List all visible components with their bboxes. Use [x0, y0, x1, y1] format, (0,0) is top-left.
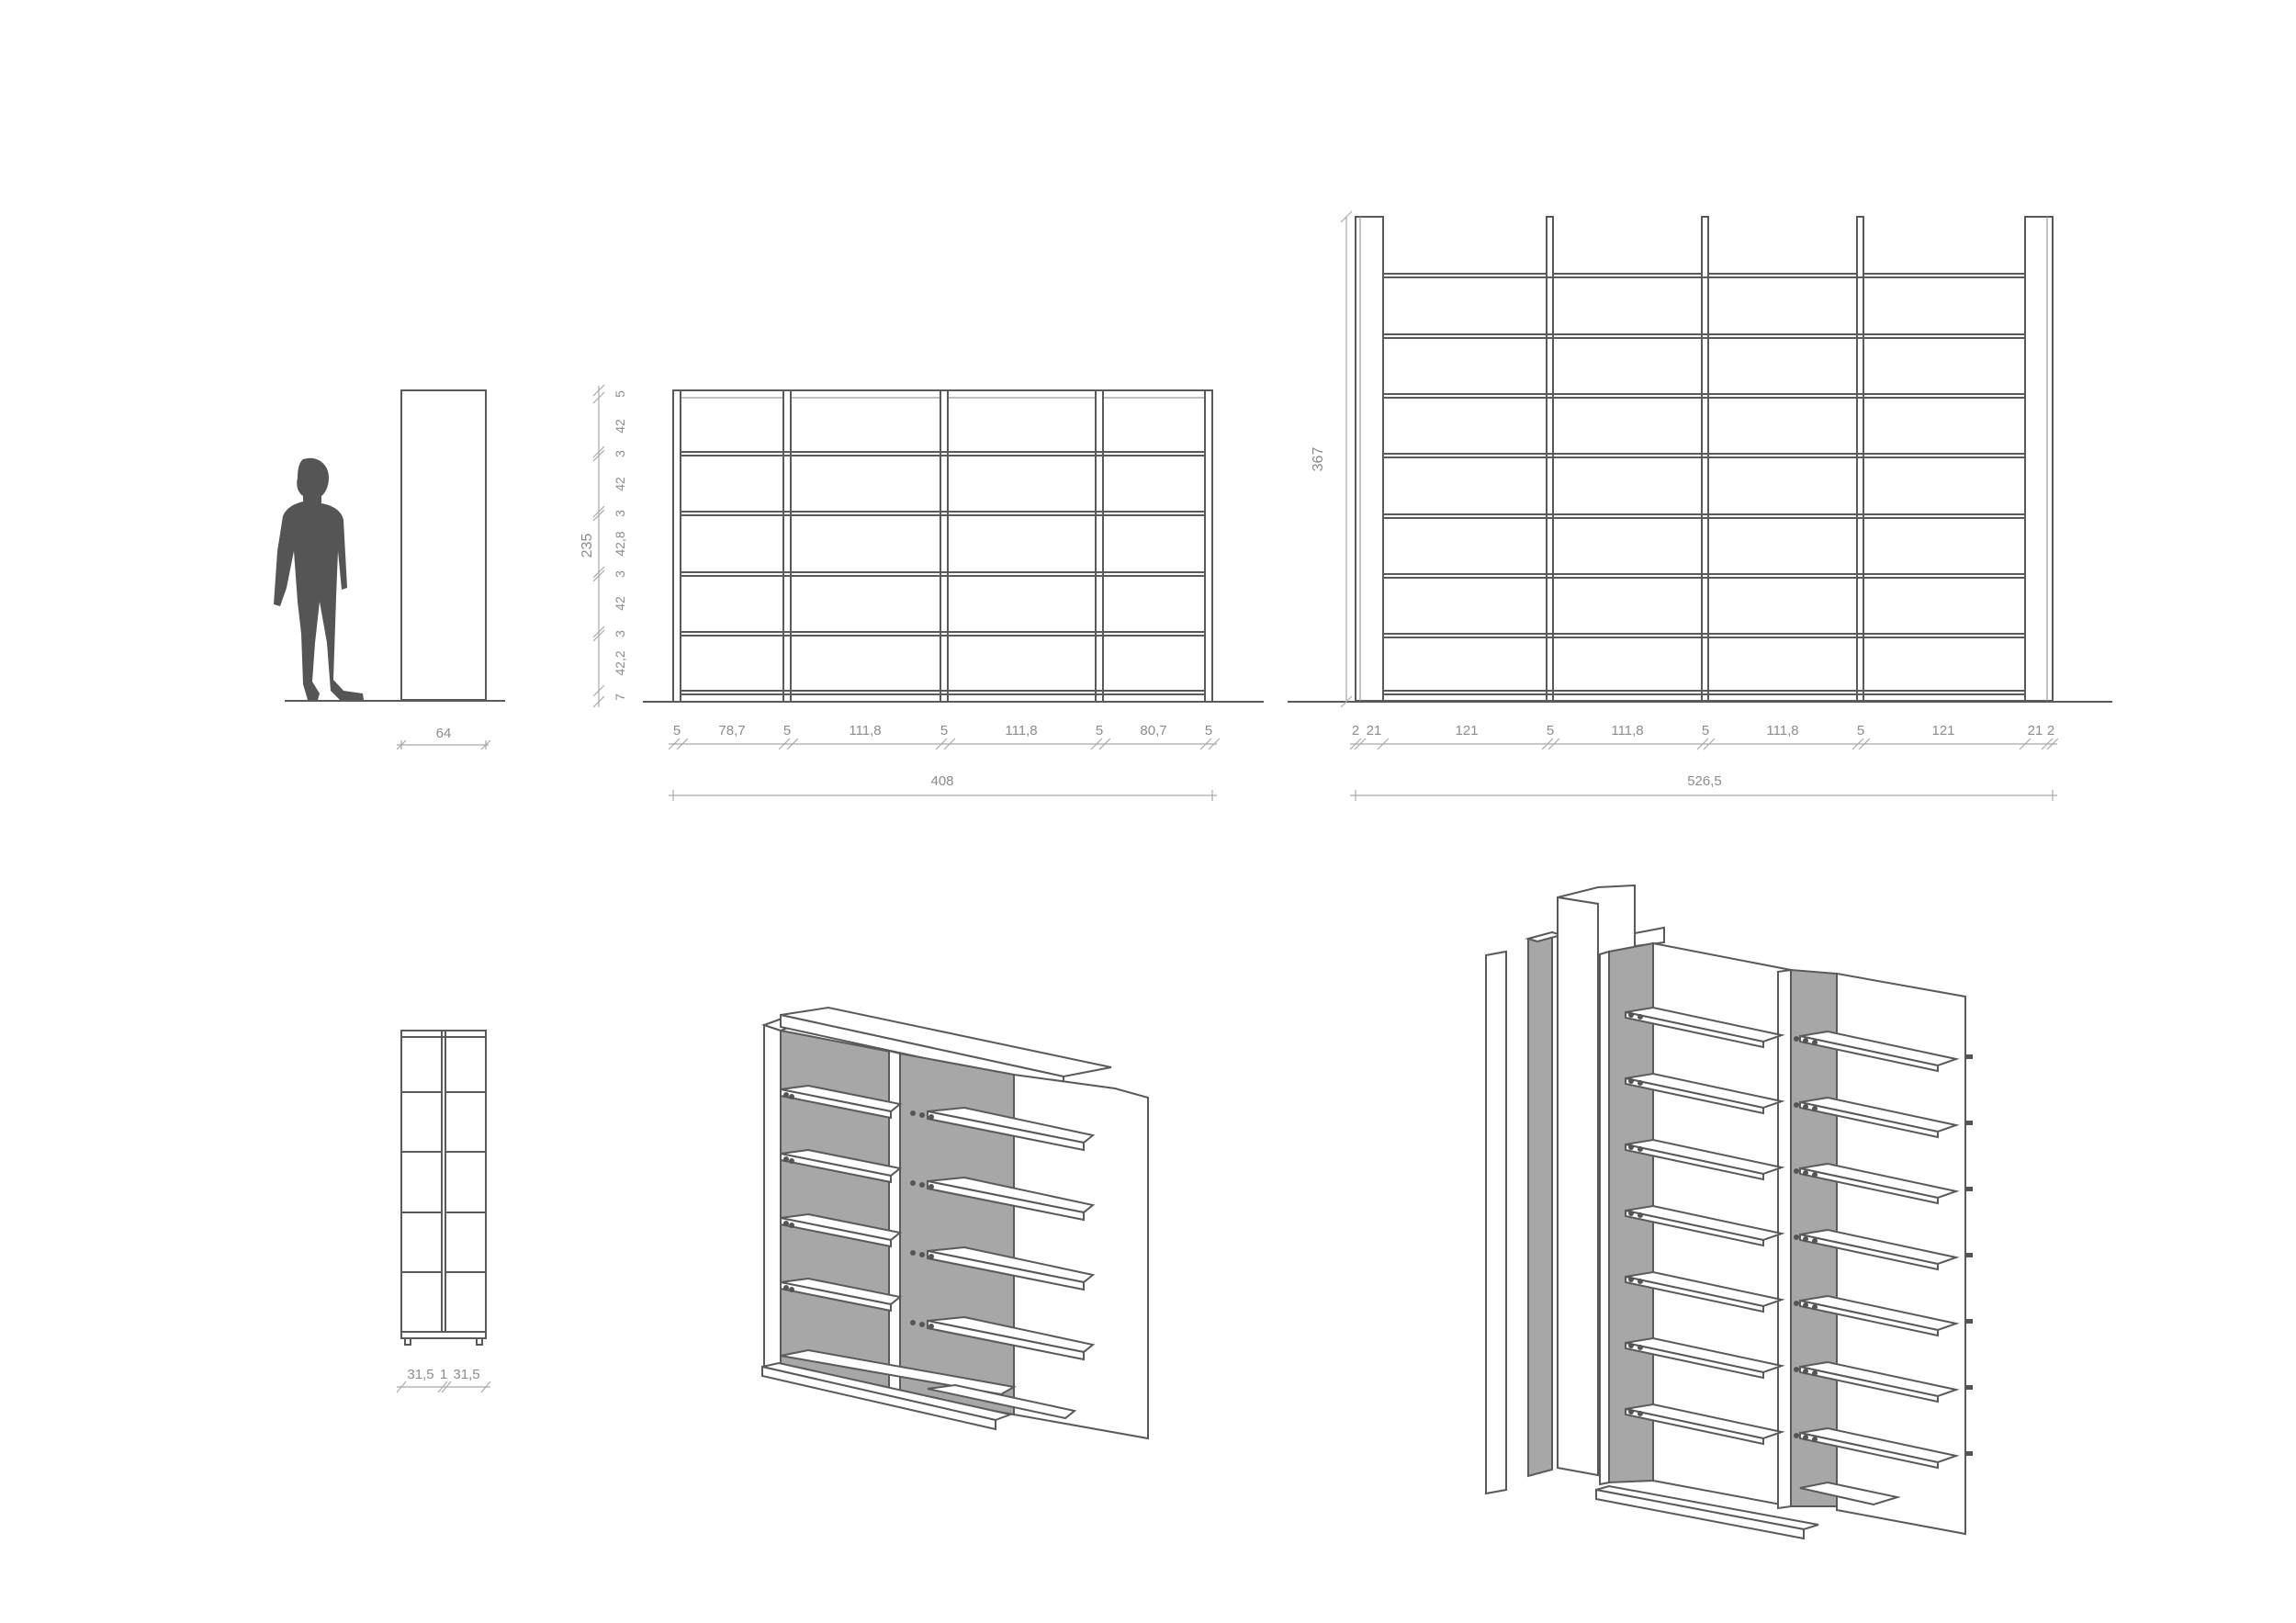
small-width-8: 5 — [1205, 723, 1212, 738]
large-width-10: 2 — [2047, 723, 2054, 738]
small-width-7: 80,7 — [1140, 723, 1166, 738]
small-width-4: 5 — [940, 723, 948, 738]
large-width-3: 5 — [1547, 723, 1554, 738]
small-width-1: 78,7 — [718, 723, 745, 738]
front-elevation-small: 5 78,7 5 111,8 5 111,8 5 80,7 5 408 5 4 — [580, 384, 1264, 801]
small-height-7: 42 — [613, 596, 627, 611]
large-total-width: 526,5 — [1350, 773, 2057, 801]
large-width-7: 5 — [1857, 723, 1864, 738]
small-width-3: 111,8 — [849, 723, 881, 738]
human-silhouette-icon — [274, 457, 364, 700]
large-width-0: 2 — [1352, 723, 1359, 738]
large-axo-shelves-right — [1799, 1030, 1960, 1470]
large-width-4: 111,8 — [1611, 723, 1643, 738]
large-total-height-label: 367 — [1311, 447, 1326, 472]
side-depth-label: 64 — [436, 726, 452, 741]
small-height-chain: 5 42 3 42 3 42,8 3 42 3 42,2 7 235 — [580, 384, 627, 708]
large-total-width-label: 526,5 — [1687, 773, 1722, 789]
side-depth-dimension: 64 — [396, 726, 491, 750]
large-shelves — [1383, 276, 2025, 695]
plan-view: 31,5 1 31,5 — [396, 1030, 491, 1393]
small-height-4: 3 — [613, 510, 627, 517]
small-height-3: 42 — [613, 477, 627, 491]
small-axo-shelves-left — [780, 1084, 1017, 1396]
plan-depth-0: 31,5 — [407, 1367, 433, 1382]
small-width-6: 5 — [1096, 723, 1103, 738]
small-height-0: 5 — [613, 390, 627, 398]
small-shelves — [681, 451, 1205, 695]
scale-person — [274, 457, 364, 700]
small-width-0: 5 — [673, 723, 681, 738]
small-height-2: 3 — [613, 450, 627, 457]
large-width-6: 111,8 — [1766, 723, 1798, 738]
large-width-1: 21 — [1367, 723, 1382, 738]
large-axo-shelves-left — [1625, 1006, 1785, 1446]
small-height-10: 7 — [613, 693, 627, 701]
large-axo-edge-pins — [1965, 1054, 1973, 1456]
small-total-width: 408 — [669, 773, 1217, 801]
exploded-axonometric-large — [1485, 884, 1973, 1540]
small-axo-shelves-right — [927, 1106, 1096, 1420]
small-height-8: 3 — [613, 630, 627, 637]
large-width-chain: 2 21 121 5 111,8 5 111,8 5 121 21 2 — [1349, 723, 2059, 750]
plan-depth-chain: 31,5 1 31,5 — [396, 1367, 491, 1393]
small-total-height-label: 235 — [580, 534, 595, 558]
small-width-chain: 5 78,7 5 111,8 5 111,8 5 80,7 5 — [668, 723, 1221, 750]
small-width-5: 111,8 — [1005, 723, 1037, 738]
small-height-9: 42,2 — [613, 650, 627, 675]
small-height-1: 42 — [613, 419, 627, 434]
large-axo-pins — [1628, 1012, 1818, 1442]
small-width-2: 5 — [783, 723, 791, 738]
plan-depth-1: 1 — [440, 1367, 447, 1382]
large-width-5: 5 — [1702, 723, 1709, 738]
side-elevation-panel — [400, 389, 487, 701]
small-total-width-label: 408 — [930, 773, 953, 789]
small-axo-pins — [783, 1092, 934, 1329]
front-elevation-large: 2 21 121 5 111,8 5 111,8 5 121 21 2 526,… — [1288, 210, 2112, 801]
plan-depth-2: 31,5 — [453, 1367, 479, 1382]
large-width-2: 121 — [1455, 723, 1478, 738]
large-height-dimension: 367 — [1311, 210, 1353, 708]
large-width-9: 21 — [2028, 723, 2043, 738]
exploded-axonometric-small — [760, 1006, 1149, 1440]
small-height-6: 3 — [613, 570, 627, 578]
large-width-8: 121 — [1931, 723, 1954, 738]
small-height-5: 42,8 — [613, 531, 627, 556]
